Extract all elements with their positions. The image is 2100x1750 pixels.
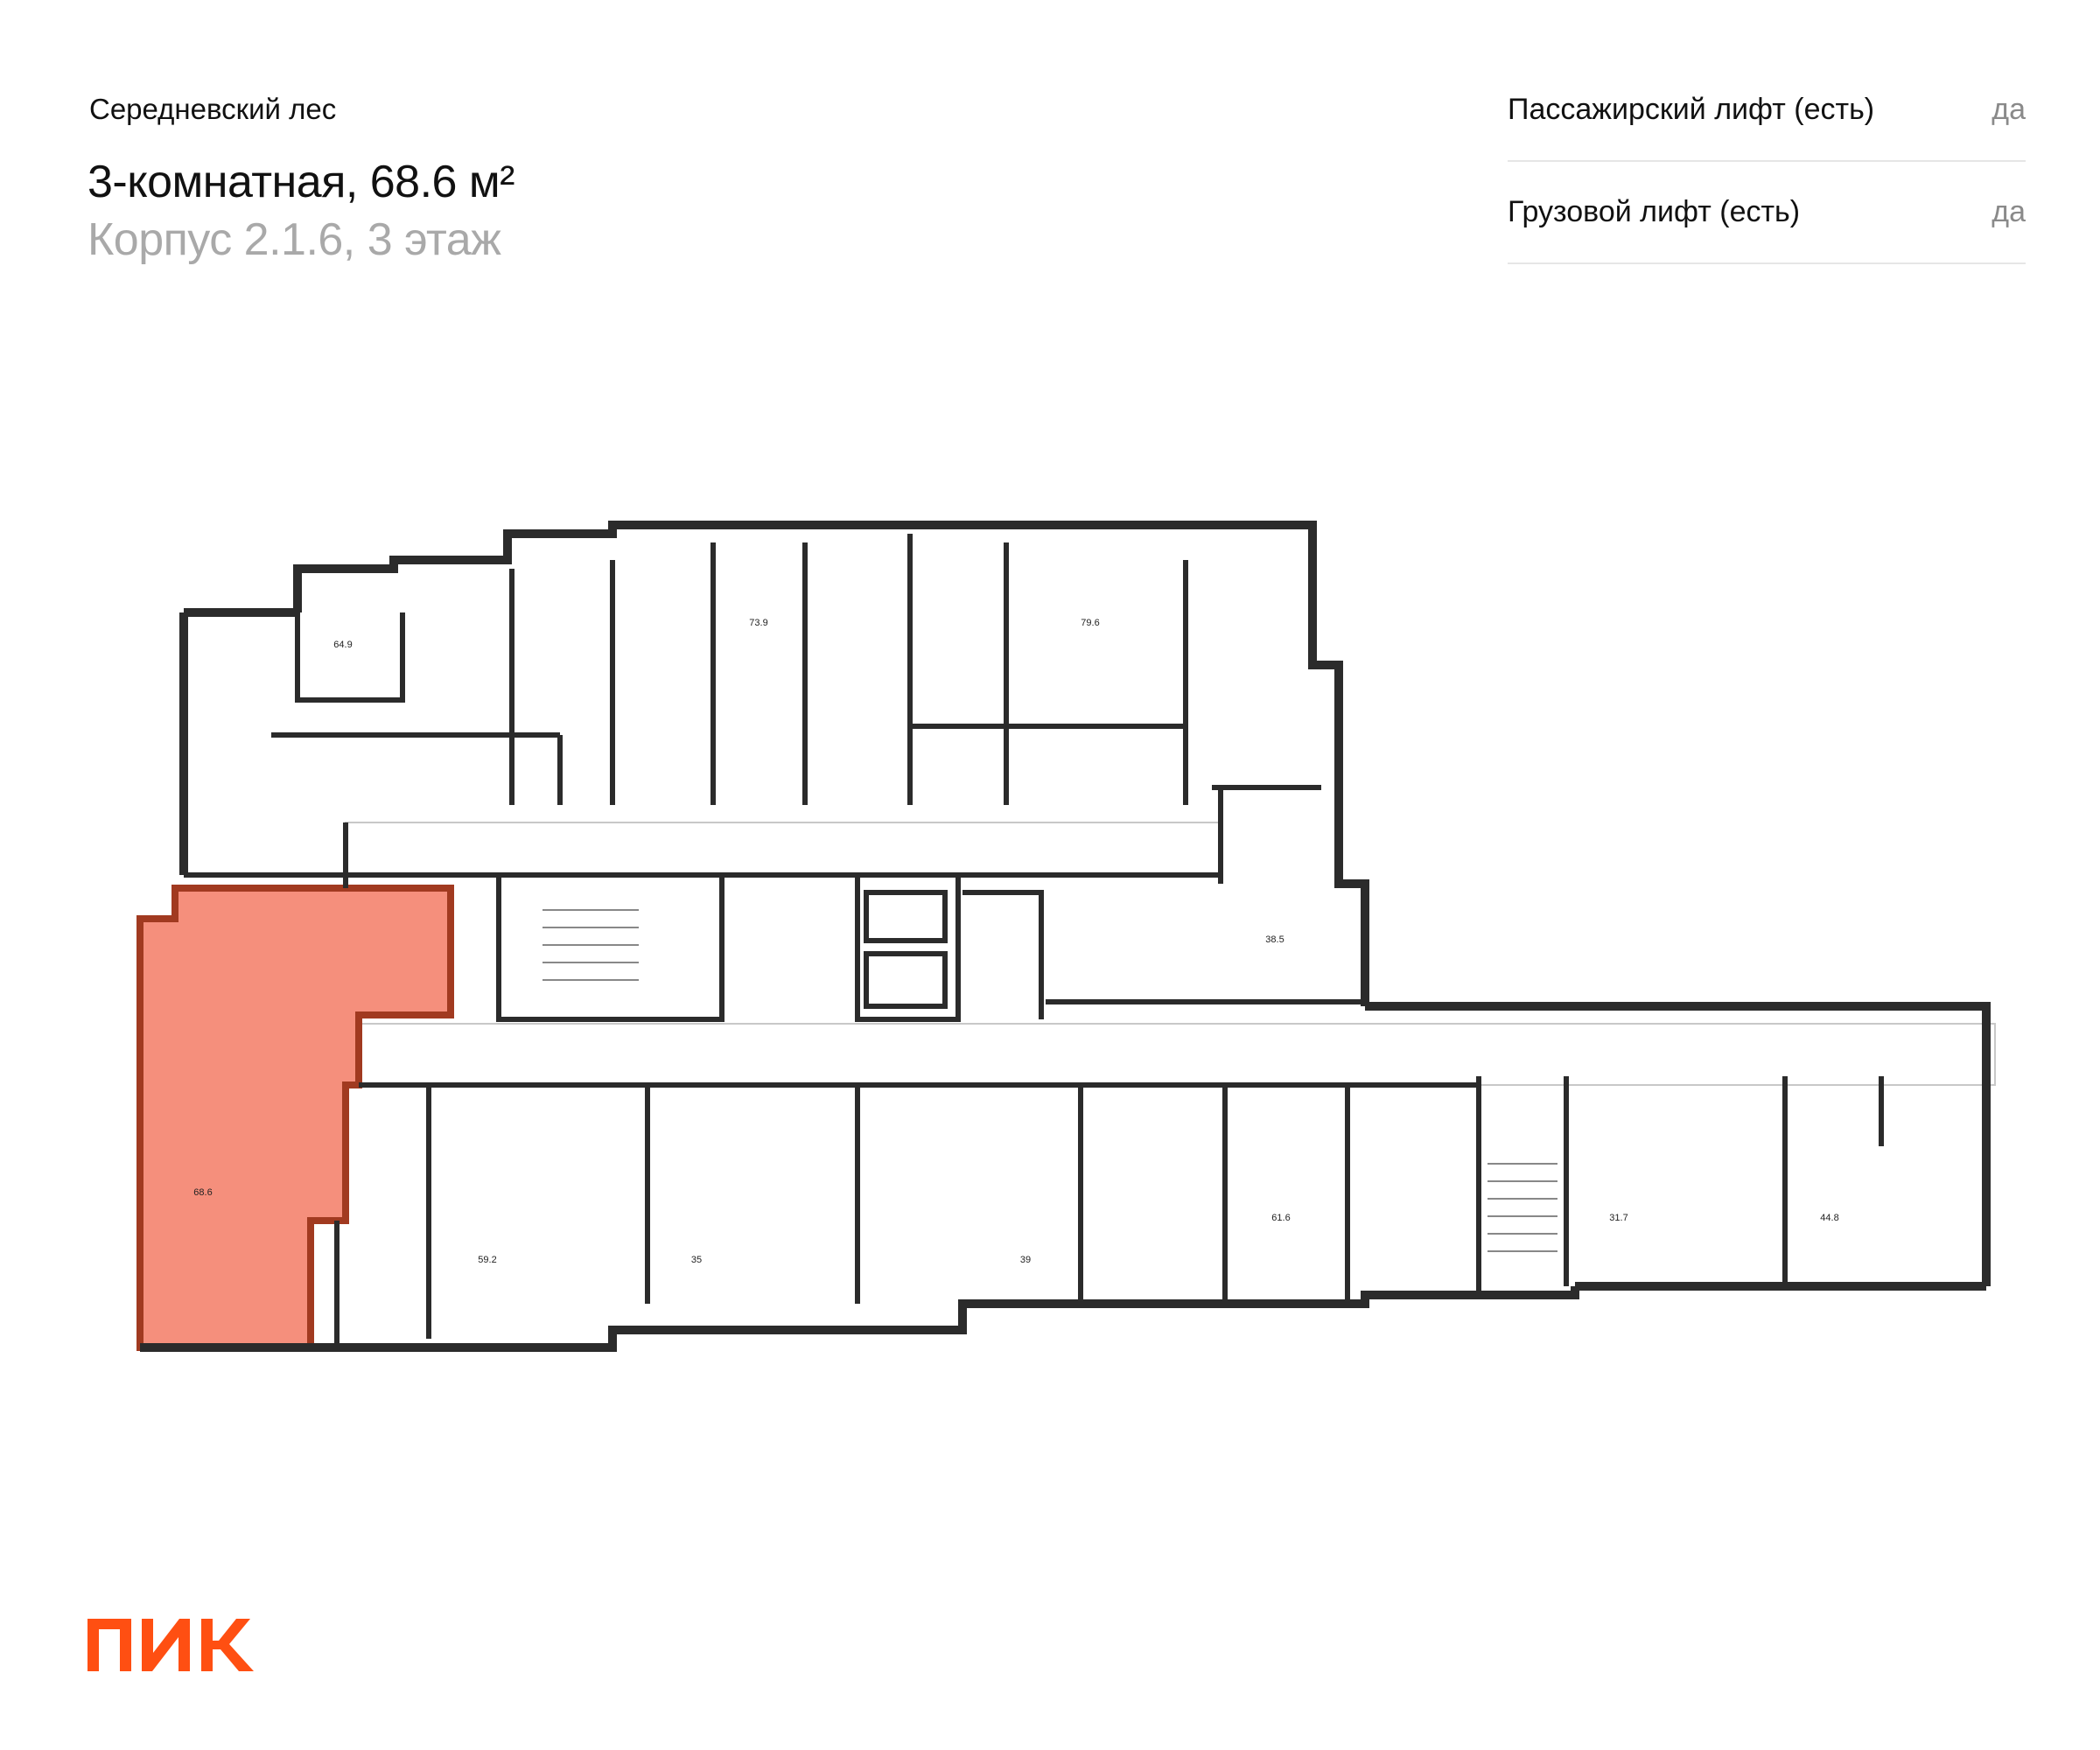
unit-area-73-9: 73.9 bbox=[749, 618, 767, 628]
feature-value: да bbox=[1992, 93, 2026, 126]
features-list: Пассажирский лифт (есть) да Грузовой лиф… bbox=[1508, 60, 2026, 264]
unit-area-68-6: 68.6 bbox=[193, 1187, 212, 1198]
feature-freight-lift: Грузовой лифт (есть) да bbox=[1508, 162, 2026, 264]
unit-area-59-2: 59.2 bbox=[478, 1255, 496, 1265]
apartment-title: 3-комнатная, 68.6 м² bbox=[88, 157, 514, 207]
unit-area-39: 39 bbox=[1020, 1255, 1031, 1265]
feature-passenger-lift: Пассажирский лифт (есть) да bbox=[1508, 60, 2026, 162]
project-name: Середневский лес bbox=[89, 93, 337, 125]
selected-apartment[interactable] bbox=[136, 885, 454, 1351]
feature-value: да bbox=[1992, 195, 2026, 228]
building-floor: Корпус 2.1.6, 3 этаж bbox=[88, 214, 501, 265]
unit-area-79-6: 79.6 bbox=[1081, 618, 1099, 628]
feature-label: Грузовой лифт (есть) bbox=[1508, 195, 1801, 228]
unit-area-38-5: 38.5 bbox=[1265, 934, 1284, 945]
unit-area-35: 35 bbox=[691, 1255, 702, 1265]
unit-area-31-7: 31.7 bbox=[1609, 1213, 1628, 1223]
feature-label: Пассажирский лифт (есть) bbox=[1508, 93, 1875, 126]
unit-area-44-8: 44.8 bbox=[1820, 1213, 1838, 1223]
unit-area-61-6: 61.6 bbox=[1271, 1213, 1290, 1223]
pik-logo-icon bbox=[88, 1619, 254, 1671]
unit-area-64-9: 64.9 bbox=[333, 640, 352, 650]
